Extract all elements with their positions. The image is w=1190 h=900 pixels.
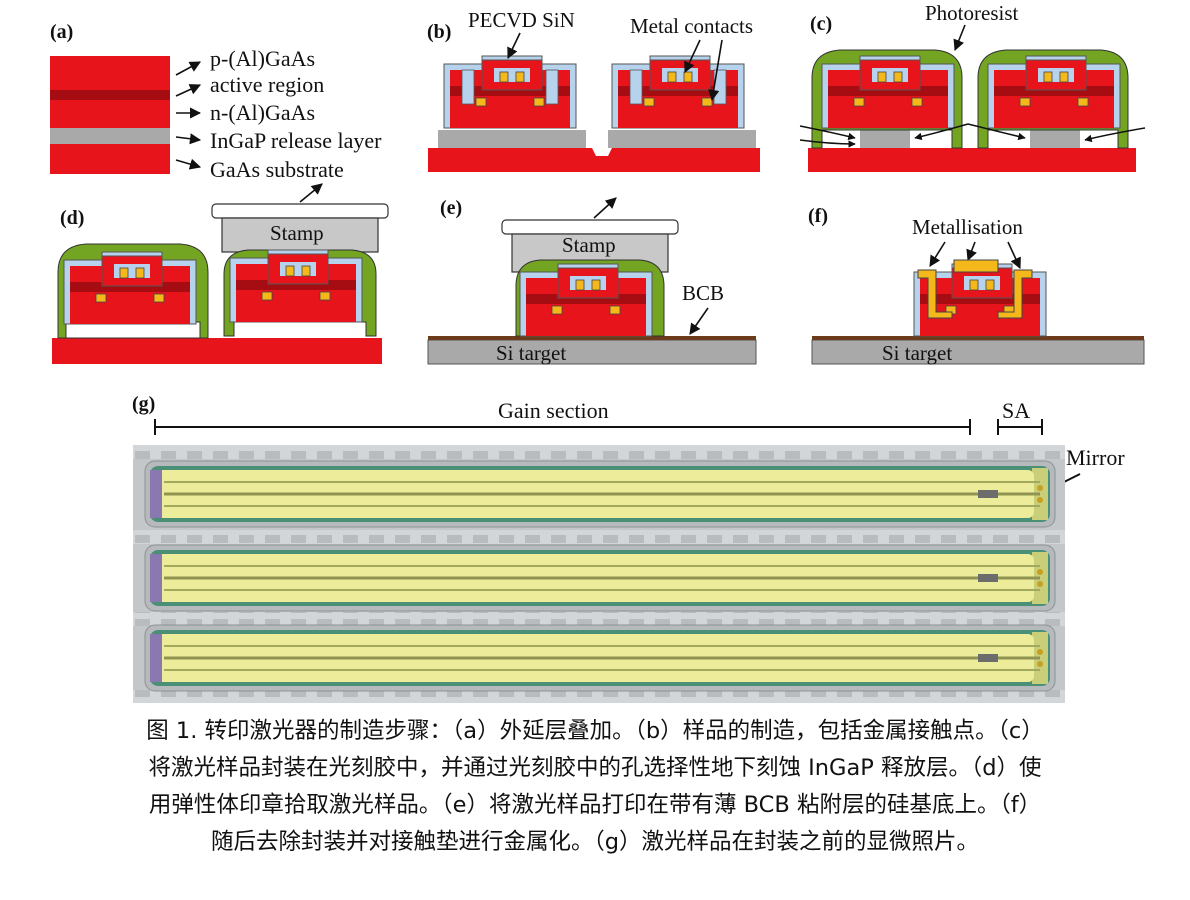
panel-f-label: (f)	[808, 205, 828, 227]
substrate	[428, 148, 760, 172]
metal-pad	[997, 269, 1033, 319]
metal-pad	[953, 259, 999, 273]
panel-d: (d) Stamp	[52, 183, 389, 364]
si-target	[427, 339, 757, 365]
panel-a-label: (a)	[50, 21, 73, 43]
layer-label-p-algaas: p-(Al)GaAs	[210, 46, 315, 71]
laser-strip	[144, 624, 1056, 692]
sa-label: SA	[1002, 398, 1030, 423]
bcb-layer	[428, 336, 756, 340]
micrograph	[133, 445, 1065, 703]
photoresist-label: Photoresist	[925, 1, 1019, 25]
laser-device	[519, 263, 653, 337]
epitaxial-stack	[50, 56, 170, 174]
laser-strip	[144, 460, 1056, 528]
panel-b-label: (b)	[427, 21, 451, 43]
caption-line: 用弹性体印章拾取激光样品。（e）将激光样品打印在带有薄 BCB 粘附层的硅基底上…	[148, 792, 1042, 818]
panel-a: (a) p-(Al)GaAs active region n-(Al)GaAs …	[50, 21, 382, 182]
panel-g-label: (g)	[132, 393, 155, 415]
panel-c-label: (c)	[810, 13, 832, 35]
stamp-backing	[211, 203, 389, 219]
panel-e: (e) Si target BCB Stamp	[427, 197, 757, 365]
release-layer	[608, 130, 756, 148]
caption-line: 将激光样品封装在光刻胶中，并通过光刻胶中的孔选择性地下刻蚀 InGaP 释放层。…	[148, 755, 1042, 781]
panel-g: (g) Gain section SA Mirror	[132, 393, 1125, 703]
stamp-label: Stamp	[270, 221, 324, 245]
laser-device	[987, 55, 1121, 129]
figure-caption: 图 1. 转印激光器的制造步骤：（a）外延层叠加。（b）样品的制造，包括金属接触…	[30, 713, 1160, 861]
layer-label-n-algaas: n-(Al)GaAs	[210, 100, 315, 125]
mirror-label: Mirror	[1066, 445, 1125, 470]
caption-line: 图 1. 转印激光器的制造步骤：（a）外延层叠加。（b）样品的制造，包括金属接触…	[146, 718, 1044, 744]
si-target-label: Si target	[496, 341, 566, 365]
bcb-label: BCB	[682, 281, 724, 305]
laser-device	[63, 251, 197, 325]
panel-f: (f) Metallisation Si target	[808, 205, 1145, 365]
metallisation-label: Metallisation	[912, 215, 1023, 239]
gain-section-label: Gain section	[498, 398, 609, 423]
layer-label-ingap-release: InGaP release layer	[210, 128, 382, 153]
laser-device	[611, 55, 745, 129]
laser-device	[821, 55, 955, 129]
metal-pad	[917, 269, 953, 319]
layer-label-active-region: active region	[210, 72, 324, 97]
laser-device	[229, 249, 363, 323]
panel-e-label: (e)	[440, 197, 462, 219]
laser-strip	[144, 544, 1056, 612]
pecvd-sin-label: PECVD SiN	[468, 8, 575, 32]
laser-device	[443, 55, 577, 129]
si-target	[811, 339, 1145, 365]
metal-contacts-label: Metal contacts	[630, 14, 753, 38]
si-target-label: Si target	[882, 341, 952, 365]
panel-c: (c) Photoresist	[799, 1, 1146, 172]
caption-line: 随后去除封装并对接触垫进行金属化。（g）激光样品在封装之前的显微照片。	[210, 829, 980, 855]
panel-d-label: (d)	[60, 207, 84, 229]
stamp-label: Stamp	[562, 233, 616, 257]
release-layer	[438, 130, 586, 148]
stamp	[221, 217, 379, 253]
layer-label-gaas-substrate: GaAs substrate	[210, 157, 344, 182]
panel-b: (b)	[427, 8, 760, 172]
